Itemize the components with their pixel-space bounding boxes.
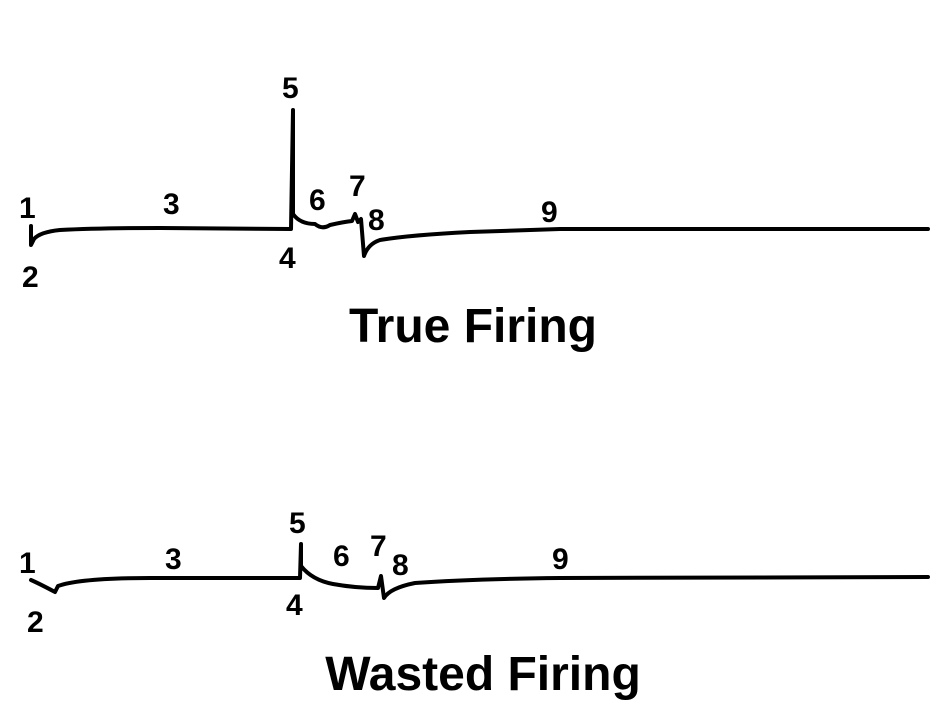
- wasted-label-9: 9: [552, 543, 569, 576]
- true-firing-title: True Firing: [349, 300, 597, 353]
- true-label-2: 2: [22, 261, 39, 294]
- wasted-label-8: 8: [392, 549, 409, 582]
- true-label-8: 8: [368, 204, 385, 237]
- wasted-firing-panel: 1 2 3 4 5 6 7 8 9 Wasted Firing: [19, 507, 930, 701]
- wasted-label-6: 6: [333, 540, 350, 573]
- wasted-label-1: 1: [19, 547, 36, 580]
- true-firing-waveform: [29, 108, 930, 258]
- true-label-9: 9: [541, 196, 558, 229]
- true-label-1: 1: [19, 192, 36, 225]
- true-label-4: 4: [279, 242, 296, 275]
- wasted-label-3: 3: [165, 543, 182, 576]
- wasted-firing-title: Wasted Firing: [325, 648, 641, 701]
- true-label-5: 5: [282, 72, 299, 105]
- wasted-label-2: 2: [27, 606, 44, 639]
- wasted-label-5: 5: [289, 507, 306, 540]
- wasted-label-4: 4: [286, 589, 303, 622]
- wasted-label-7: 7: [370, 530, 387, 563]
- wasted-firing-waveform: [29, 542, 930, 600]
- true-firing-panel: 1 2 3 4 5 6 7 8 9 True Firing: [19, 72, 930, 353]
- true-label-7: 7: [349, 170, 366, 203]
- true-label-3: 3: [163, 188, 180, 221]
- true-label-6: 6: [309, 184, 326, 217]
